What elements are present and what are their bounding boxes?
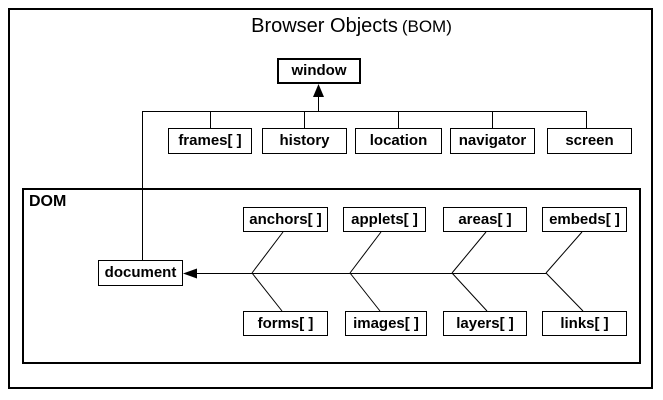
node-links: links[ ] [542, 311, 627, 336]
node-images: images[ ] [345, 311, 427, 336]
node-layers: layers[ ] [443, 311, 527, 336]
diagram-title: Browser Objects(BOM) [40, 14, 663, 39]
title-suffix: (BOM) [401, 17, 452, 36]
node-embeds: embeds[ ] [542, 207, 627, 232]
node-document: document [98, 260, 183, 286]
node-frames: frames[ ] [168, 128, 252, 154]
title-main: Browser Objects [251, 15, 398, 37]
node-screen: screen [547, 128, 632, 154]
node-applets: applets[ ] [343, 207, 426, 232]
node-forms: forms[ ] [243, 311, 328, 336]
node-navigator: navigator [450, 128, 535, 154]
dom-region-label: DOM [29, 193, 67, 210]
node-areas: areas[ ] [443, 207, 527, 232]
node-location: location [355, 128, 442, 154]
node-window: window [277, 58, 361, 84]
node-anchors: anchors[ ] [243, 207, 328, 232]
node-history: history [262, 128, 347, 154]
